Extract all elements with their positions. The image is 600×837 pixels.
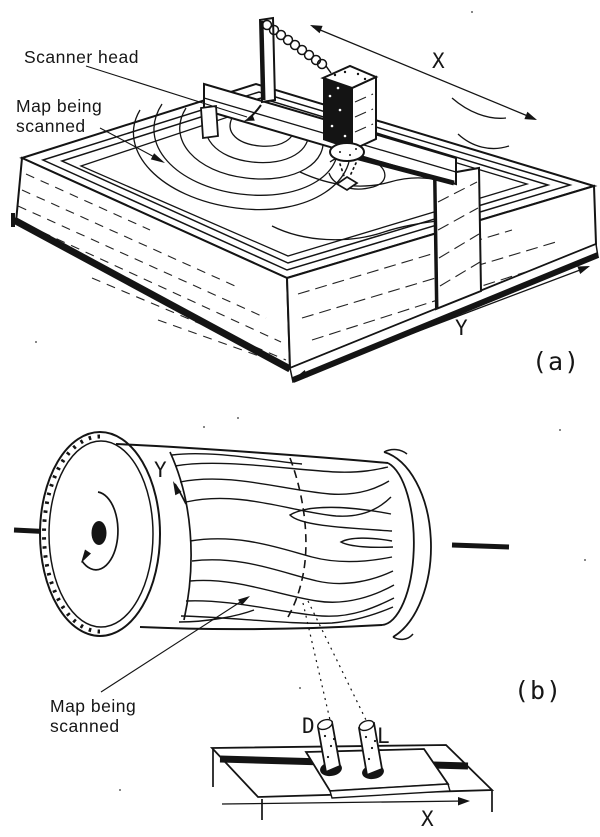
- detector-label: D: [302, 714, 315, 738]
- scanner-head-block: [320, 64, 379, 192]
- head-top-face: [320, 64, 379, 90]
- x-axis-label-a: X: [432, 49, 445, 73]
- detector-sensor: [316, 718, 342, 777]
- x-axis-arrow-b: [221, 797, 470, 806]
- drum-cylinder: [13, 431, 510, 641]
- head-travel-arrow-icon: [244, 104, 262, 121]
- rim-lip-top: [383, 448, 408, 455]
- gantry-beam: [200, 16, 457, 192]
- tray-frame-inner: [59, 97, 551, 264]
- scan-noise-specks: [35, 11, 586, 791]
- x-axis-arrow: [310, 25, 537, 120]
- drum-scanner-panel: Y Map being scanned (b) D L X: [13, 431, 562, 831]
- scan-spot-diamond: [335, 175, 359, 192]
- map-being-scanned-label-b-line2: scanned: [50, 716, 120, 736]
- drum-right-rim-lip: [383, 451, 432, 638]
- map-sheet-edge-arc: [169, 451, 192, 621]
- optical-path-to-light: [307, 600, 368, 723]
- coiled-cable-icon: [261, 19, 332, 74]
- rim-lip-bottom: [392, 633, 414, 641]
- column-hatching: [437, 181, 481, 287]
- y-rotation-arrow-icon: [173, 481, 187, 505]
- panel-b-tag: (b): [514, 676, 562, 705]
- x-axis-label-b: X: [421, 807, 434, 831]
- gantry-column: [432, 166, 483, 311]
- drum-right-cap: [381, 462, 415, 626]
- lens: [329, 142, 365, 162]
- map-being-scanned-label-line1: Map being: [16, 96, 102, 116]
- scan-line-dashed: [287, 457, 307, 618]
- column-edge: [433, 176, 439, 309]
- column-body: [432, 166, 483, 311]
- rim-tick-marks: [42, 434, 101, 634]
- carriage-plate-lip: [329, 783, 451, 799]
- flatbed-scanner-panel: Scanner head Map being scanned X Y (a): [11, 16, 600, 384]
- drum-top-edge: [115, 443, 389, 464]
- light-beam-dotted: [349, 162, 357, 177]
- left-face-hatching: [17, 173, 288, 367]
- optical-path-to-detector: [302, 602, 331, 721]
- drum-bottom-edge: [139, 624, 383, 631]
- tray-frame-outer: [40, 91, 573, 271]
- carriage-assembly: [209, 718, 495, 820]
- base-edge-left: [12, 216, 292, 373]
- map-contour-lines: [132, 97, 510, 241]
- map-leader-line-a: [99, 127, 165, 163]
- rotation-arrow-icon: [81, 491, 119, 571]
- drum-hub: [91, 521, 107, 545]
- drum-end-cap-inner: [48, 440, 154, 628]
- scanner-head-label: Scanner head: [24, 47, 139, 67]
- y-axis-label-b: Y: [154, 458, 167, 482]
- cable-post-edge: [260, 20, 266, 101]
- map-being-scanned-label-b-line1: Map being: [50, 696, 136, 716]
- light-source-label: L: [377, 724, 390, 748]
- map-being-scanned-label-line2: scanned: [16, 116, 86, 136]
- y-axis-label-a: Y: [455, 316, 468, 340]
- drum-axle-right: [451, 542, 510, 550]
- head-side-hatching: [354, 93, 374, 133]
- carriage-legs: [212, 749, 493, 820]
- y-axis-arrow: [295, 266, 590, 378]
- map-leader-line-b: [100, 596, 250, 693]
- beam-left-leg: [200, 104, 219, 140]
- light-beam-dotted: [339, 163, 345, 177]
- scanner-head-leader-line: [85, 65, 248, 118]
- drum-contour-lines: [171, 452, 395, 624]
- light-source-sensor: [357, 719, 384, 780]
- panel-a-tag: (a): [532, 347, 580, 376]
- right-face-hatching: [297, 229, 591, 355]
